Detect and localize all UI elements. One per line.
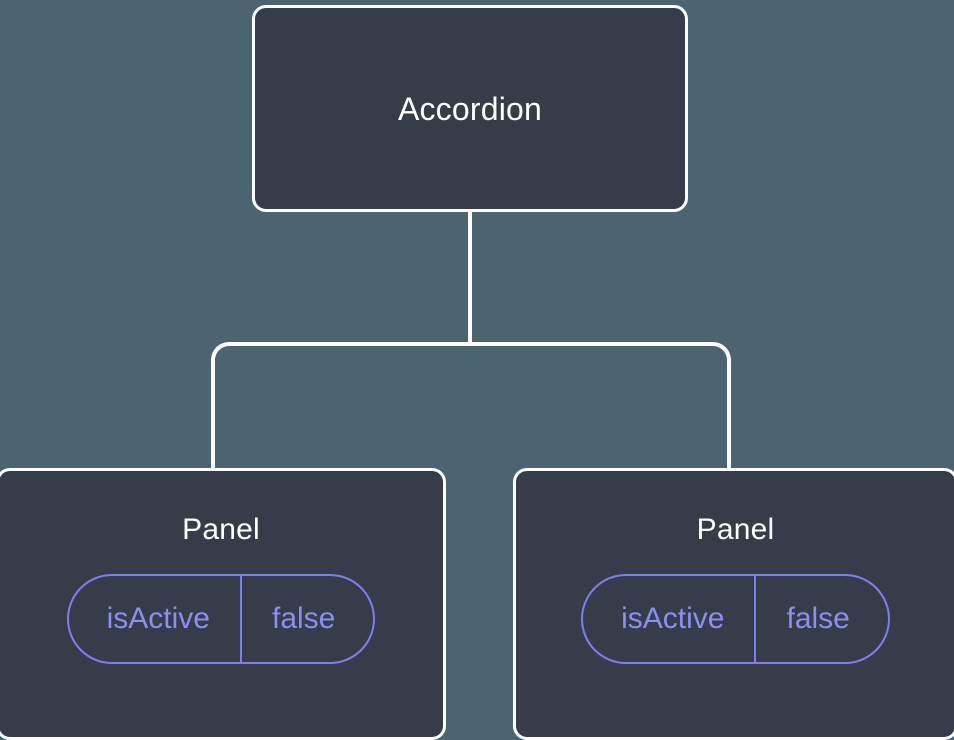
edge-branch-bar [211, 342, 731, 472]
edge-root-to-branch [468, 211, 472, 345]
node-panel-2-label: Panel [696, 513, 775, 546]
node-accordion-label: Accordion [397, 90, 543, 127]
node-panel-2[interactable]: Panel isActive false [513, 468, 954, 740]
state-badge-panel-1[interactable]: isActive false [66, 574, 376, 664]
node-accordion[interactable]: Accordion [252, 5, 688, 212]
state-value-panel-1: false [239, 576, 373, 662]
node-panel-1-label: Panel [182, 513, 260, 546]
state-key-panel-2: isActive [621, 602, 725, 635]
node-panel-1[interactable]: Panel isActive false [0, 468, 446, 740]
state-key-panel-1: isActive [106, 602, 210, 635]
state-badge-panel-2[interactable]: isActive false [581, 574, 890, 664]
state-value-panel-2: false [754, 576, 887, 662]
